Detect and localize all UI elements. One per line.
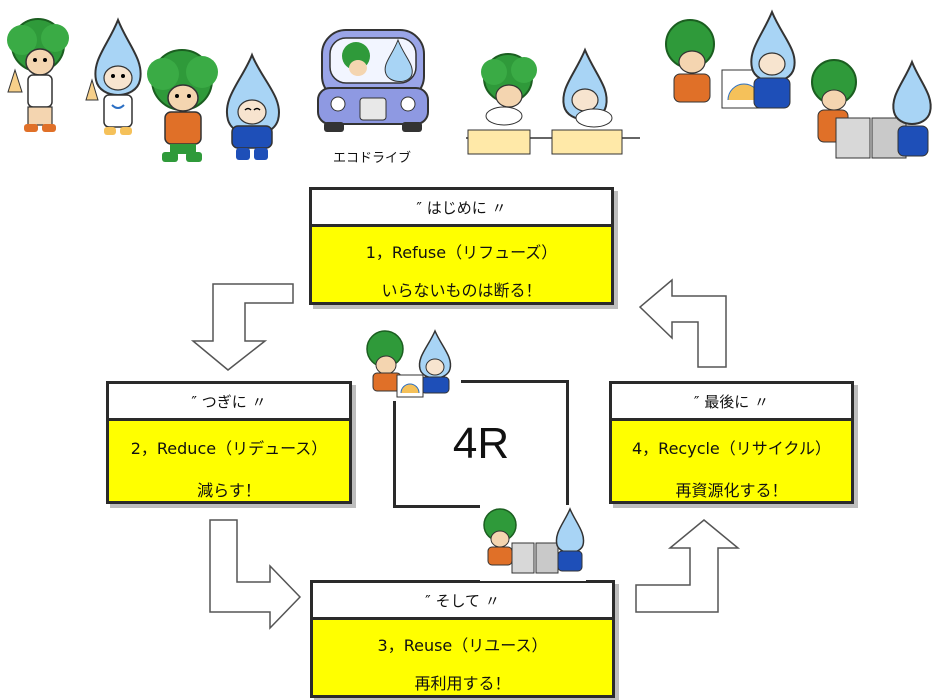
step-box-reduce: ″ つぎに 〃 2，Reduce（リデュース） 減らす！ bbox=[106, 381, 352, 504]
arrow-reuse-to-recycle bbox=[635, 519, 741, 613]
step-header: ″ そして 〃 bbox=[313, 583, 612, 620]
eco-drive-car-icon bbox=[317, 29, 429, 132]
step-title: 1，Refuse（リフューズ） bbox=[365, 243, 558, 262]
arrow-refuse-to-reduce bbox=[190, 283, 294, 371]
step-description: 再資源化する！ bbox=[675, 481, 788, 500]
arrow-reduce-to-reuse bbox=[209, 519, 302, 630]
step-description: 減らす！ bbox=[197, 481, 261, 500]
arrow-recycle-to-refuse bbox=[638, 278, 727, 368]
eco-drive-caption: エコドライブ bbox=[333, 151, 412, 166]
center-label: 4R bbox=[452, 419, 510, 468]
recycling-characters-icon bbox=[665, 9, 932, 159]
tree-character-icon bbox=[147, 49, 218, 162]
step-box-reuse: ″ そして 〃 3，Reuse（リユース） 再利用する！ bbox=[310, 580, 615, 698]
step-title: 4，Recycle（リサイクル） bbox=[632, 439, 831, 458]
water-drop-character-icon bbox=[225, 52, 281, 160]
step-box-refuse: ″ はじめに 〃 1，Refuse（リフューズ） いらないものは断る！ bbox=[309, 187, 614, 305]
center-4r-box: 4R bbox=[393, 380, 569, 508]
eating-characters-icon bbox=[466, 47, 640, 155]
step-header: ″ つぎに 〃 bbox=[109, 384, 349, 421]
center-characters-bottom-icon bbox=[480, 505, 586, 581]
water-drop-character-icon bbox=[85, 17, 142, 135]
step-title: 3，Reuse（リユース） bbox=[377, 636, 548, 655]
step-header: ″ 最後に 〃 bbox=[612, 384, 851, 421]
step-description: 再利用する！ bbox=[414, 674, 511, 693]
step-title: 2，Reduce（リデュース） bbox=[130, 439, 328, 458]
step-header: ″ はじめに 〃 bbox=[312, 190, 611, 227]
tree-character-icon bbox=[7, 18, 69, 132]
top-illustrations bbox=[7, 9, 932, 162]
step-box-recycle: ″ 最後に 〃 4，Recycle（リサイクル） 再資源化する！ bbox=[609, 381, 854, 504]
center-characters-top-icon bbox=[359, 329, 461, 401]
step-description: いらないものは断る！ bbox=[381, 281, 542, 300]
